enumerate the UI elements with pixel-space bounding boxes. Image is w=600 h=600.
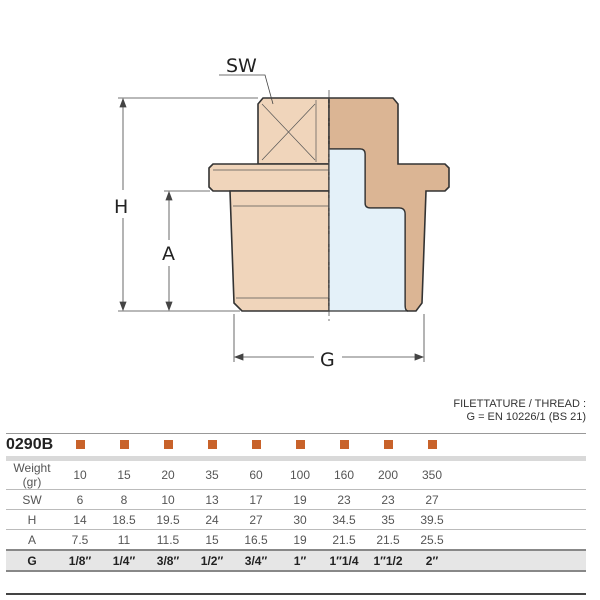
table-cell: 100 <box>278 461 322 490</box>
variant-cell <box>234 434 278 457</box>
spacer-cell <box>454 509 586 530</box>
table-cell: 2″ <box>410 549 454 572</box>
table-cell: 11.5 <box>146 529 190 551</box>
spacer-cell <box>454 489 586 510</box>
table-cell: 27 <box>234 509 278 530</box>
table-cell: 16.5 <box>234 529 278 551</box>
table-cell: 39.5 <box>410 509 454 530</box>
thread-note-line2: G = EN 10226/1 (BS 21) <box>466 411 586 423</box>
table-cell: 160 <box>322 461 366 490</box>
table-cell: 10 <box>58 461 102 490</box>
table-cell: 350 <box>410 461 454 490</box>
table-cell: 200 <box>366 461 410 490</box>
sw-label: SW <box>226 55 257 77</box>
table-cell: 30 <box>278 509 322 530</box>
row-label: G <box>6 549 58 572</box>
product-code: 0290B <box>6 436 54 453</box>
band-cell <box>6 456 586 461</box>
bottom-divider <box>6 593 586 595</box>
table-cell: 19 <box>278 529 322 551</box>
thread-note: FILETTATURE / THREAD : G = EN 10226/1 (B… <box>453 398 586 424</box>
variant-marker <box>295 440 305 449</box>
table-cell: 11 <box>102 529 146 551</box>
variant-cell <box>102 434 146 457</box>
table-cell: 23 <box>366 489 410 510</box>
table-cell: 3/4″ <box>234 549 278 572</box>
table-cell: 17 <box>234 489 278 510</box>
table-cell: 25.5 <box>410 529 454 551</box>
table-cell: 20 <box>146 461 190 490</box>
spacer-cell <box>454 434 586 457</box>
table-cell: 6 <box>58 489 102 510</box>
variant-cell <box>366 434 410 457</box>
variant-cell <box>190 434 234 457</box>
table-cell: 14 <box>58 509 102 530</box>
variant-marker <box>163 440 173 449</box>
variant-marker <box>251 440 261 449</box>
plug-bore <box>328 148 409 312</box>
table-cell: 27 <box>410 489 454 510</box>
table-cell: 18.5 <box>102 509 146 530</box>
table-cell: 3/8″ <box>146 549 190 572</box>
spacer-cell <box>454 529 586 551</box>
variant-cell <box>58 434 102 457</box>
table-cell: 24 <box>190 509 234 530</box>
table-cell: 21.5 <box>366 529 410 551</box>
variant-marker <box>339 440 349 449</box>
table-cell: 1/8″ <box>58 549 102 572</box>
variant-marker <box>75 440 85 449</box>
table-cell: 34.5 <box>322 509 366 530</box>
table-cell: 1″1/2 <box>366 549 410 572</box>
table-cell: 1″1/4 <box>322 549 366 572</box>
table-cell: 23 <box>322 489 366 510</box>
table-cell: 60 <box>234 461 278 490</box>
plug-technical-drawing: SW H A G <box>114 55 450 371</box>
variant-cell <box>410 434 454 457</box>
row-label: A <box>6 529 58 551</box>
table-cell: 15 <box>102 461 146 490</box>
table-cell: 8 <box>102 489 146 510</box>
table-cell: 7.5 <box>58 529 102 551</box>
table-cell: 35 <box>366 509 410 530</box>
table-cell: 10 <box>146 489 190 510</box>
variant-marker <box>119 440 129 449</box>
table-cell: 15 <box>190 529 234 551</box>
variant-marker <box>207 440 217 449</box>
table-header-row: 0290B <box>6 434 586 457</box>
table-cell: 19.5 <box>146 509 190 530</box>
table-cell: 13 <box>190 489 234 510</box>
dimension-lines <box>118 74 425 362</box>
row-label: SW <box>6 489 58 510</box>
table-cell: 1″ <box>278 549 322 572</box>
row-label: Weight (gr) <box>6 461 58 490</box>
thread-note-line1: FILETTATURE / THREAD : <box>453 398 586 410</box>
row-label: H <box>6 509 58 530</box>
header-band <box>6 456 586 461</box>
h-label: H <box>114 196 128 218</box>
table-cell: 1/2″ <box>190 549 234 572</box>
hex-cross-lines <box>213 100 329 299</box>
plug-exterior-half <box>208 97 330 312</box>
variant-cell <box>322 434 366 457</box>
a-label: A <box>162 243 175 265</box>
table-cell: 35 <box>190 461 234 490</box>
variant-cell <box>278 434 322 457</box>
variant-marker <box>383 440 393 449</box>
spacer-cell <box>454 549 586 572</box>
variant-cell <box>146 434 190 457</box>
table-cell: 21.5 <box>322 529 366 551</box>
variant-marker <box>427 440 437 449</box>
spacer-cell <box>454 461 586 490</box>
table-cell: 19 <box>278 489 322 510</box>
g-label: G <box>320 349 335 371</box>
table-cell: 1/4″ <box>102 549 146 572</box>
